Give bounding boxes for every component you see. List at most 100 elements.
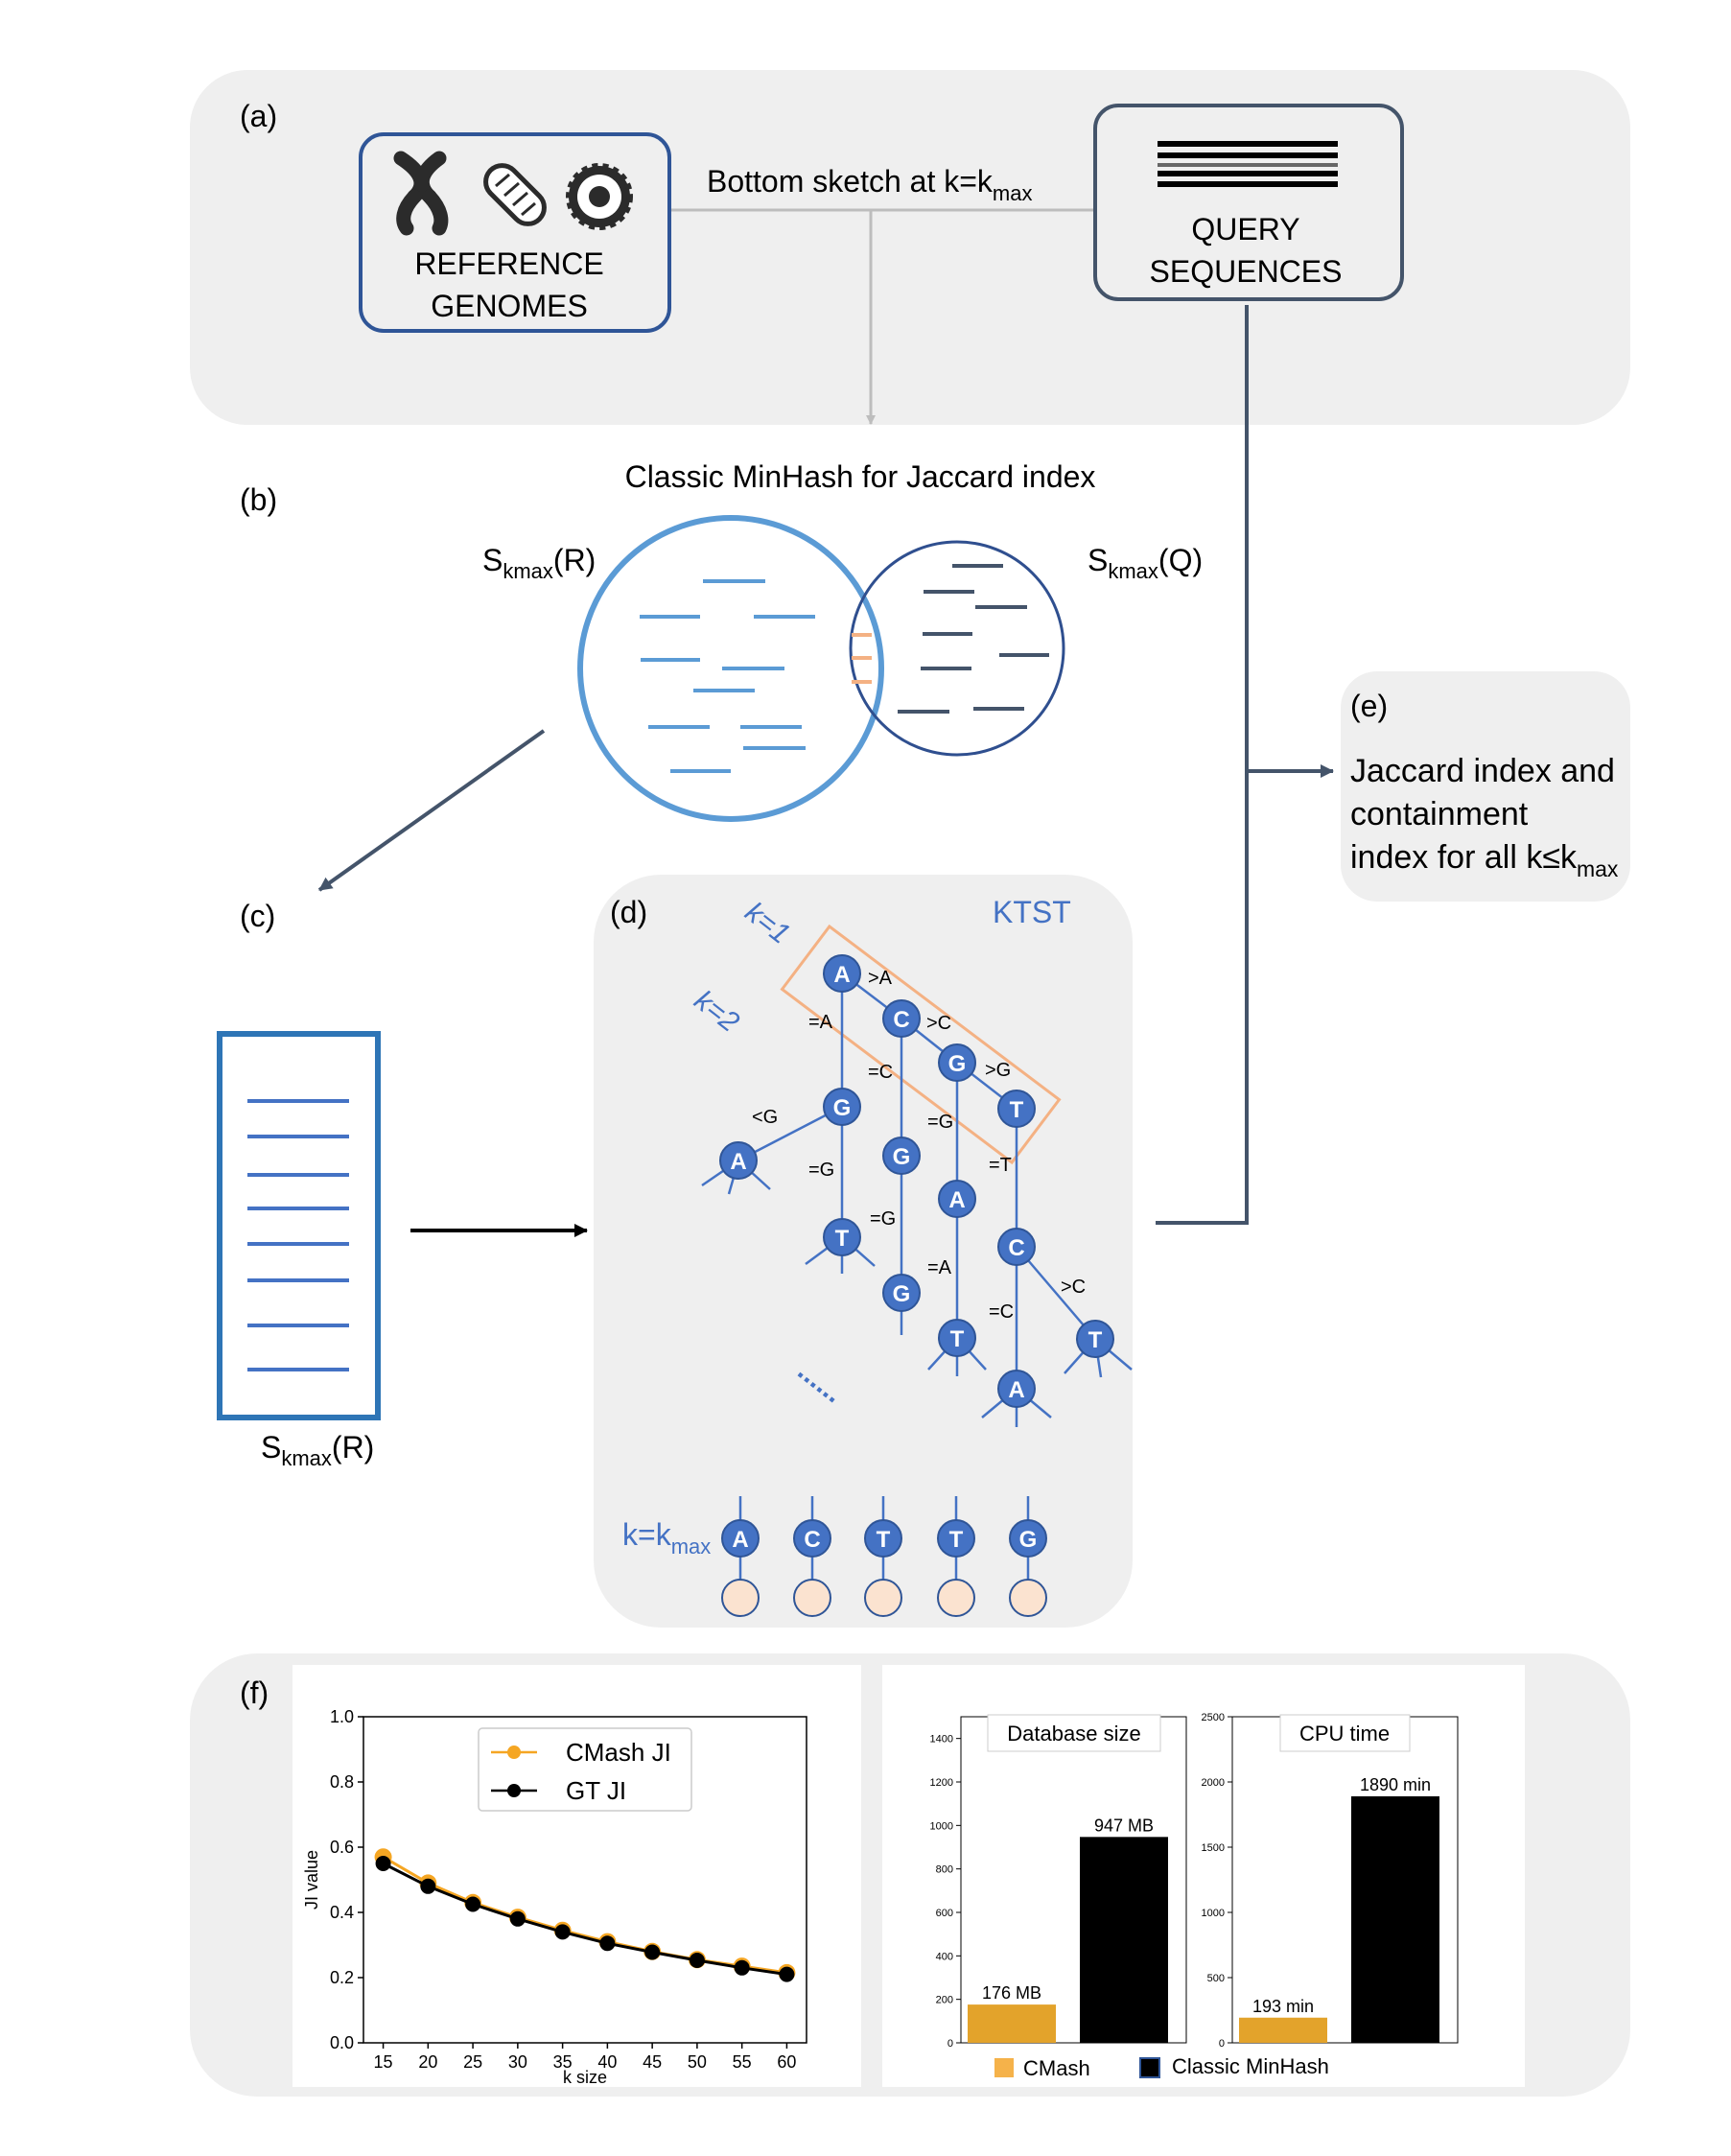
reference-hashes — [640, 579, 815, 773]
ji-xtick-label: 50 — [688, 2052, 707, 2072]
edge-labels: >A >C >G =A <G =G =C =G =G =A =T =C >C — [752, 968, 1086, 1323]
bar-ytick-label: 500 — [1207, 1973, 1225, 1984]
bar-ytick-label: 2500 — [1202, 1712, 1225, 1723]
ji-xlabel: k size — [563, 2068, 607, 2087]
cpu-title: CPU time — [1299, 1722, 1390, 1746]
tree-node: A — [823, 954, 861, 993]
dbsize-title-box — [987, 1714, 1161, 1752]
legend-label-classic-bar: Classic MinHash — [1172, 2054, 1329, 2078]
sketch-box — [217, 1031, 381, 1420]
panel-e-line3: index for all k≤kmax — [1350, 839, 1619, 881]
panel-d-label: (d) — [610, 895, 647, 929]
panel-a-label: (a) — [240, 99, 277, 133]
edge-label: <G — [752, 1107, 778, 1128]
tree-node: G — [882, 1274, 921, 1312]
panel-b-title: Classic MinHash for Jaccard index — [625, 459, 1096, 494]
edge-label: =T — [989, 1155, 1012, 1176]
edge-label: =G — [870, 1208, 896, 1230]
query-label-line1: QUERY — [1191, 212, 1299, 246]
edge-label: >G — [985, 1060, 1011, 1081]
svg-text:G: G — [1019, 1527, 1038, 1553]
ji-point — [509, 1910, 526, 1927]
bar-ytick-label: 1400 — [930, 1734, 953, 1746]
tree-node: A — [997, 1370, 1036, 1408]
kmax-label: k=kmax — [622, 1517, 711, 1558]
ji-xtick-label: 25 — [463, 2052, 482, 2072]
svg-text:G: G — [893, 1281, 911, 1307]
bar — [968, 2004, 1056, 2043]
ji-point — [644, 1944, 661, 1960]
bacterium-icon — [483, 163, 547, 226]
bar-value-label: 176 MB — [982, 1983, 1041, 2003]
svg-text:C: C — [1008, 1235, 1024, 1261]
chromosome-icon — [393, 151, 449, 236]
legend-label-cmash-bar: CMash — [1023, 2056, 1090, 2080]
ji-ytick-label: 0.4 — [330, 1903, 354, 1922]
bar-ytick-label: 2000 — [1202, 1777, 1225, 1789]
ji-ytick-label: 0.8 — [330, 1772, 354, 1792]
ji-xtick-label: 30 — [508, 2052, 527, 2072]
ji-point — [554, 1924, 571, 1940]
panel-e-label: (e) — [1350, 689, 1388, 723]
svg-text:T: T — [1088, 1327, 1103, 1353]
bar-ytick-label: 1200 — [930, 1777, 953, 1789]
query-label-line2: SEQUENCES — [1150, 254, 1343, 289]
ji-xtick-label: 15 — [374, 2052, 393, 2072]
bar-value-label: 193 min — [1252, 1997, 1314, 2016]
sketch-hashes — [247, 1099, 349, 1371]
legend-marker-gt — [507, 1784, 521, 1797]
svg-text:T: T — [950, 1326, 965, 1352]
bar-ytick-label: 600 — [936, 1908, 953, 1919]
tree-node: G — [882, 1137, 921, 1175]
panel-e-line1: Jaccard index and — [1350, 753, 1615, 789]
kmer-highlight-box — [780, 924, 1062, 1165]
svg-text:C: C — [893, 1007, 909, 1033]
query-to-ktst-connector — [1156, 305, 1249, 1225]
tree-node: G — [938, 1043, 976, 1082]
reference-set-label: Skmax(R) — [482, 543, 596, 583]
bar-ytick-label: 0 — [947, 2038, 953, 2050]
sketch-label: Skmax(R) — [261, 1430, 374, 1470]
ji-ytick-label: 0.6 — [330, 1838, 354, 1857]
arrow-b-to-c — [317, 729, 546, 892]
ji-plot-area — [363, 1716, 807, 2044]
bar-ytick-label: 200 — [936, 1995, 953, 2006]
svg-text:G: G — [893, 1144, 911, 1170]
edge-label: >A — [868, 968, 893, 989]
svg-text:A: A — [948, 1187, 965, 1213]
ji-ylabel: JI value — [302, 1850, 321, 1910]
leaf-node: T — [937, 1496, 975, 1617]
reference-label-line2: GENOMES — [431, 289, 588, 323]
tree-node: A — [938, 1180, 976, 1218]
ji-point — [420, 1878, 436, 1894]
leaf-node: G — [1009, 1496, 1047, 1617]
legend-label-cmash: CMash JI — [566, 1738, 671, 1767]
ji-series-line — [382, 1862, 787, 1977]
bar — [1351, 1795, 1439, 2043]
ji-xtick-label: 55 — [733, 2052, 752, 2072]
bar — [1080, 1837, 1168, 2043]
tree-node: T — [997, 1090, 1036, 1128]
edge-label: =G — [808, 1160, 834, 1181]
edge-label: >C — [1061, 1277, 1086, 1298]
svg-text:A: A — [730, 1149, 746, 1175]
ji-xtick-label: 20 — [418, 2052, 437, 2072]
ji-point — [689, 1952, 705, 1968]
connector-label: Bottom sketch at k=kmax — [707, 164, 1032, 205]
ktst-title: KTST — [993, 895, 1071, 929]
shared-hashes — [852, 633, 872, 684]
edge-label: =C — [989, 1301, 1014, 1323]
reference-label-line1: REFERENCE — [414, 246, 603, 281]
leaf-row: A C T T G — [721, 1496, 1047, 1617]
legend-marker-cmash — [507, 1746, 521, 1759]
svg-text:T: T — [877, 1527, 891, 1553]
svg-text:A: A — [1008, 1377, 1024, 1403]
leaf-node: C — [793, 1496, 831, 1617]
ji-legend: CMash JI GT JI — [478, 1727, 692, 1812]
bar-ytick-label: 1000 — [930, 1820, 953, 1832]
bar-ytick-label: 400 — [936, 1951, 953, 1962]
bar-value-label: 1890 min — [1360, 1775, 1431, 1794]
